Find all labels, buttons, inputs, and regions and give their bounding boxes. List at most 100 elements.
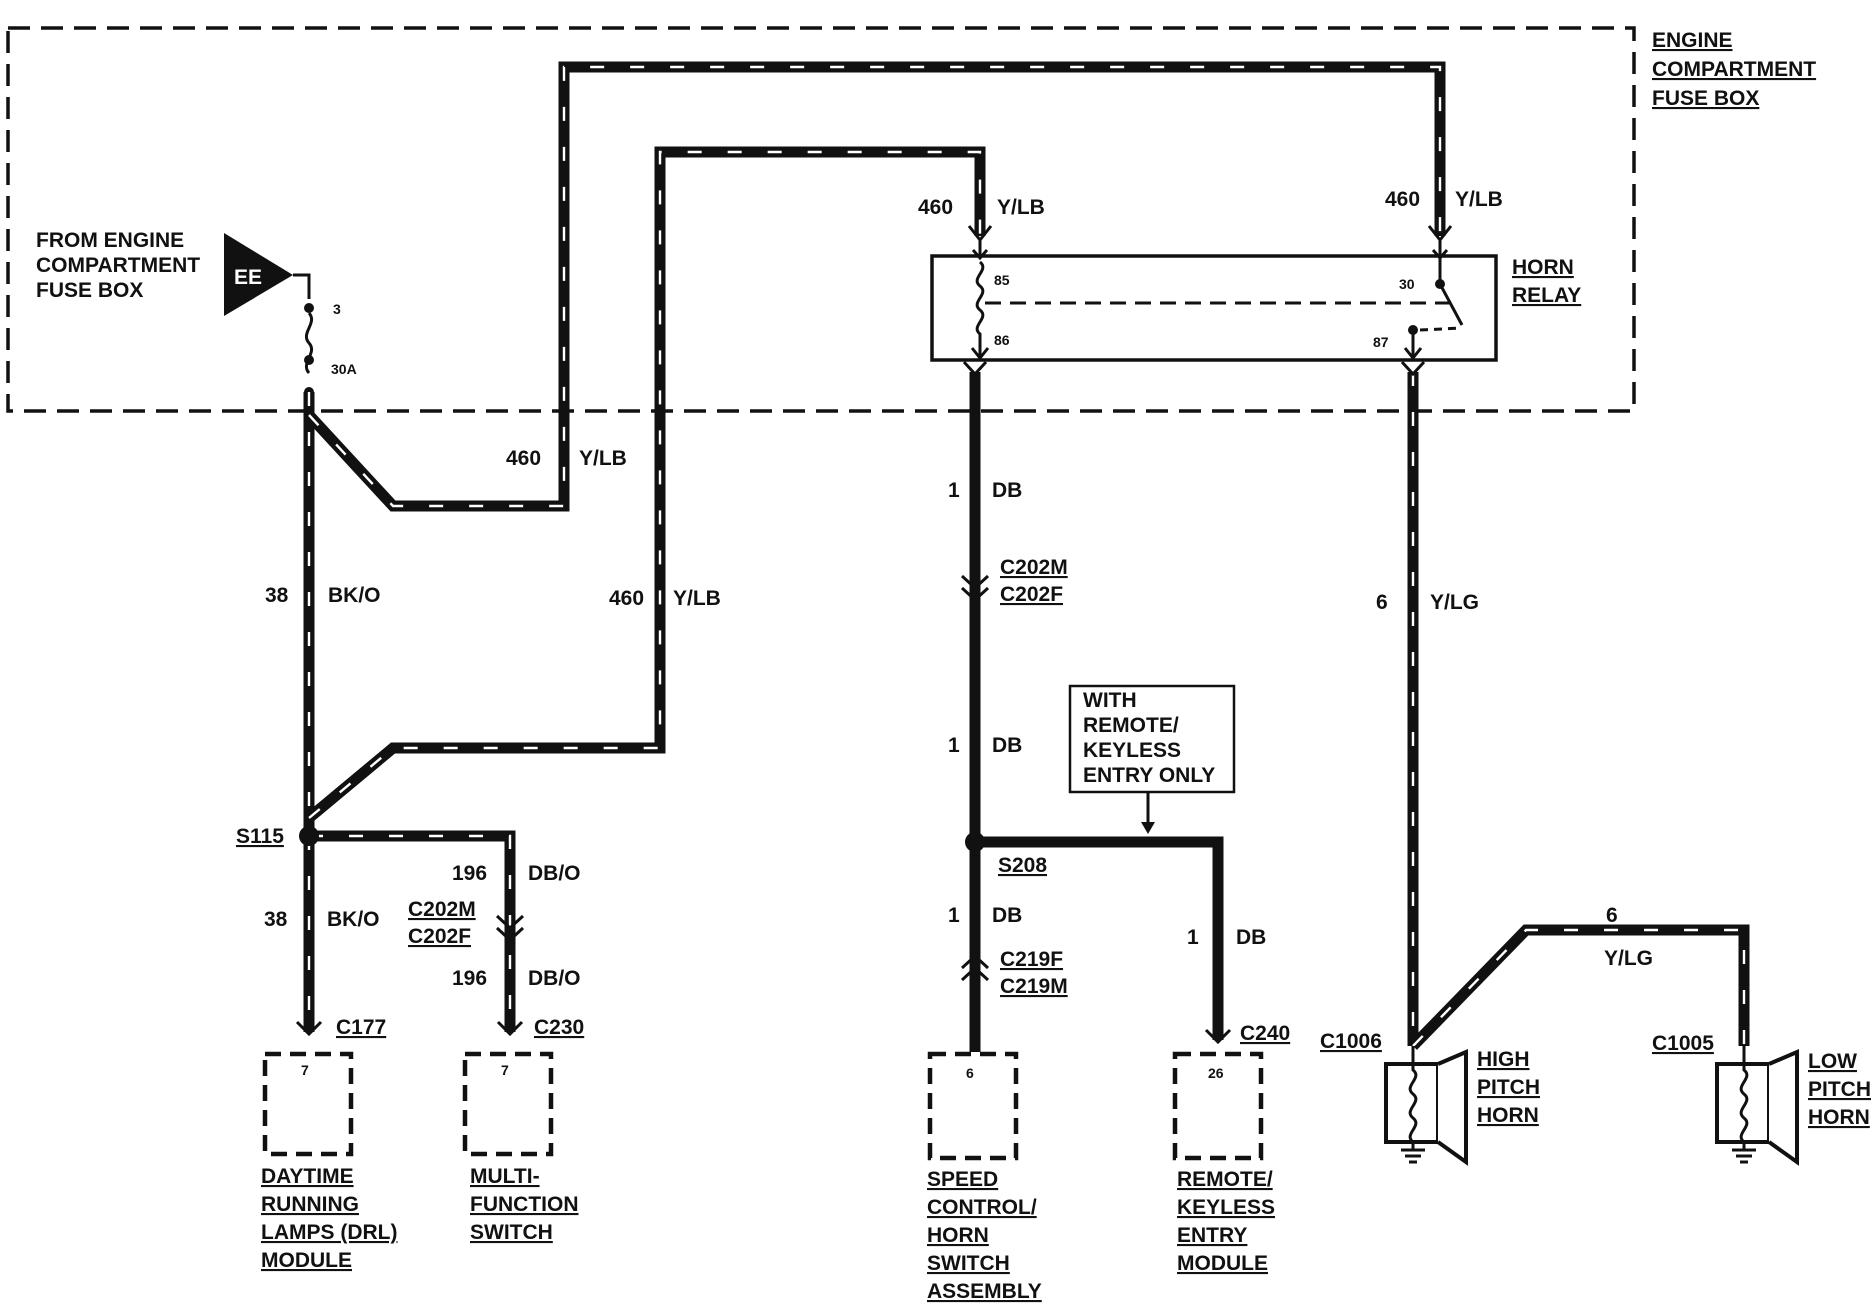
rke-module-label: KEYLESS	[1177, 1196, 1275, 1219]
terminal-arrow-icon	[962, 360, 988, 377]
connector-label: C202M	[408, 898, 476, 921]
fuse-feed-line: FROM ENGINE	[36, 229, 184, 252]
wire-label-circuit: 38	[265, 584, 289, 607]
relay-pin-30: 30	[1399, 276, 1415, 292]
drl-module-box	[262, 1051, 354, 1157]
wire-label-circuit: 460	[506, 447, 541, 470]
speed-control-label: HORN	[927, 1224, 989, 1247]
remote-keyless-note-box	[1068, 684, 1236, 794]
wire-460-upper	[304, 61, 1446, 512]
wire-label-circuit: 6	[1606, 904, 1618, 927]
multi-function-switch-box	[462, 1051, 554, 1157]
mfs-label: FUNCTION	[470, 1193, 579, 1216]
high-horn-label: HORN	[1477, 1104, 1539, 1127]
rke-module-label: MODULE	[1177, 1252, 1268, 1275]
speed-control-label: SWITCH	[927, 1252, 1010, 1275]
feed-tag: EE	[234, 266, 262, 289]
connector-label: C202F	[1000, 583, 1063, 606]
relay-switch-blade-icon	[1438, 283, 1464, 326]
note-line: REMOTE/	[1083, 714, 1179, 737]
drl-module-label: DAYTIME	[261, 1165, 354, 1188]
wire-label-circuit: 1	[948, 904, 960, 927]
wire-460-lower	[305, 146, 986, 823]
relay-30-arrow-icon	[1431, 249, 1449, 261]
relay-86-arrow-icon	[970, 347, 990, 361]
low-horn-label: LOW	[1808, 1050, 1857, 1073]
fuse-terminal-dot	[304, 355, 314, 365]
wire-label-color: DB	[1236, 926, 1266, 949]
wire-label-circuit: 6	[1376, 591, 1388, 614]
wire-label-color: Y/LB	[579, 447, 627, 470]
wire-label-circuit: 460	[918, 196, 953, 219]
terminal-arrow-icon	[496, 1020, 524, 1037]
connector-c219-icon	[960, 953, 990, 982]
mfs-label: SWITCH	[470, 1221, 553, 1244]
speed-control-label: CONTROL/	[927, 1196, 1037, 1219]
connector-c1006-label: C1006	[1320, 1030, 1382, 1053]
high-pitch-horn-icon	[1384, 1046, 1468, 1166]
connector-c202-center-icon	[960, 574, 990, 603]
drl-module-label: RUNNING	[261, 1193, 359, 1216]
wire-label-circuit: 1	[1187, 926, 1199, 949]
fuse-feed-label: FROM ENGINE COMPARTMENT FUSE BOX	[36, 229, 200, 302]
wire-label-circuit: 460	[609, 587, 644, 610]
low-horn-label: PITCH	[1808, 1078, 1871, 1101]
connector-label: C202F	[408, 925, 471, 948]
splice-s115-dot	[299, 826, 319, 846]
relay-pin-87: 87	[1373, 334, 1389, 350]
connector-label: C202M	[1000, 556, 1068, 579]
relay-87-arrow-icon	[1403, 347, 1423, 361]
wire-label-circuit: 38	[264, 908, 288, 931]
mfs-label: MULTI-	[470, 1165, 540, 1188]
wire-label-circuit: 1	[948, 479, 960, 502]
wire-1-db-rke	[975, 836, 1224, 1040]
fuse-box-title-line: FUSE BOX	[1652, 87, 1759, 110]
speed-pin-label: 6	[966, 1065, 974, 1081]
connector-c1005-label: C1005	[1652, 1032, 1714, 1055]
relay-85-arrow-icon	[971, 249, 989, 261]
splice-s115-label: S115	[236, 825, 284, 848]
rke-module-label: ENTRY	[1177, 1224, 1247, 1247]
feed-lead	[293, 273, 311, 299]
relay-coil-icon	[975, 260, 985, 356]
wire-label-color: DB/O	[528, 967, 581, 990]
wire-6-y-lg-low	[1409, 924, 1750, 1050]
drl-pin-label: 7	[301, 1062, 309, 1078]
note-arrow-icon	[1141, 822, 1155, 834]
terminal-arrow-icon	[1427, 225, 1453, 243]
splice-s208-label: S208	[998, 854, 1047, 877]
fuse-feed-line: FUSE BOX	[36, 279, 143, 302]
high-horn-label: PITCH	[1477, 1076, 1540, 1099]
terminal-arrow-icon	[1204, 1028, 1232, 1045]
high-horn-label: HIGH	[1477, 1048, 1530, 1071]
note-line: KEYLESS	[1083, 739, 1181, 762]
wire-label-color: Y/LB	[1455, 188, 1503, 211]
fuse-box-title-line: ENGINE	[1652, 29, 1733, 52]
terminal-arrow-icon	[967, 225, 993, 243]
feed-triangle-icon	[224, 233, 293, 316]
wire-label-color: BK/O	[328, 584, 381, 607]
low-pitch-horn-icon	[1715, 1046, 1799, 1166]
connector-c202-left-icon	[495, 914, 525, 943]
fuse-feed-line: COMPARTMENT	[36, 254, 200, 277]
splice-s208-dot	[965, 832, 985, 852]
wire-label-color: Y/LB	[673, 587, 721, 610]
wire-label-color: BK/O	[327, 908, 380, 931]
fuse-box-boundary	[6, 26, 1636, 413]
rke-module-box	[1172, 1051, 1264, 1161]
wire-label-circuit: 196	[452, 862, 487, 885]
wire-label-color: Y/LG	[1604, 947, 1653, 970]
relay-pin-85: 85	[994, 272, 1010, 288]
connector-label: C219F	[1000, 948, 1063, 971]
speed-control-box	[927, 1051, 1019, 1161]
note-line: ENTRY ONLY	[1083, 764, 1215, 787]
drl-module-label: LAMPS (DRL)	[261, 1221, 397, 1244]
wire-label-color: Y/LG	[1430, 591, 1479, 614]
drl-module-label: MODULE	[261, 1249, 352, 1272]
wire-label-color: DB	[992, 734, 1022, 757]
rke-pin-label: 26	[1208, 1065, 1224, 1081]
note-line: WITH	[1083, 689, 1137, 712]
horn-relay-title: RELAY	[1512, 284, 1581, 307]
terminal-arrow-icon	[295, 1020, 323, 1037]
